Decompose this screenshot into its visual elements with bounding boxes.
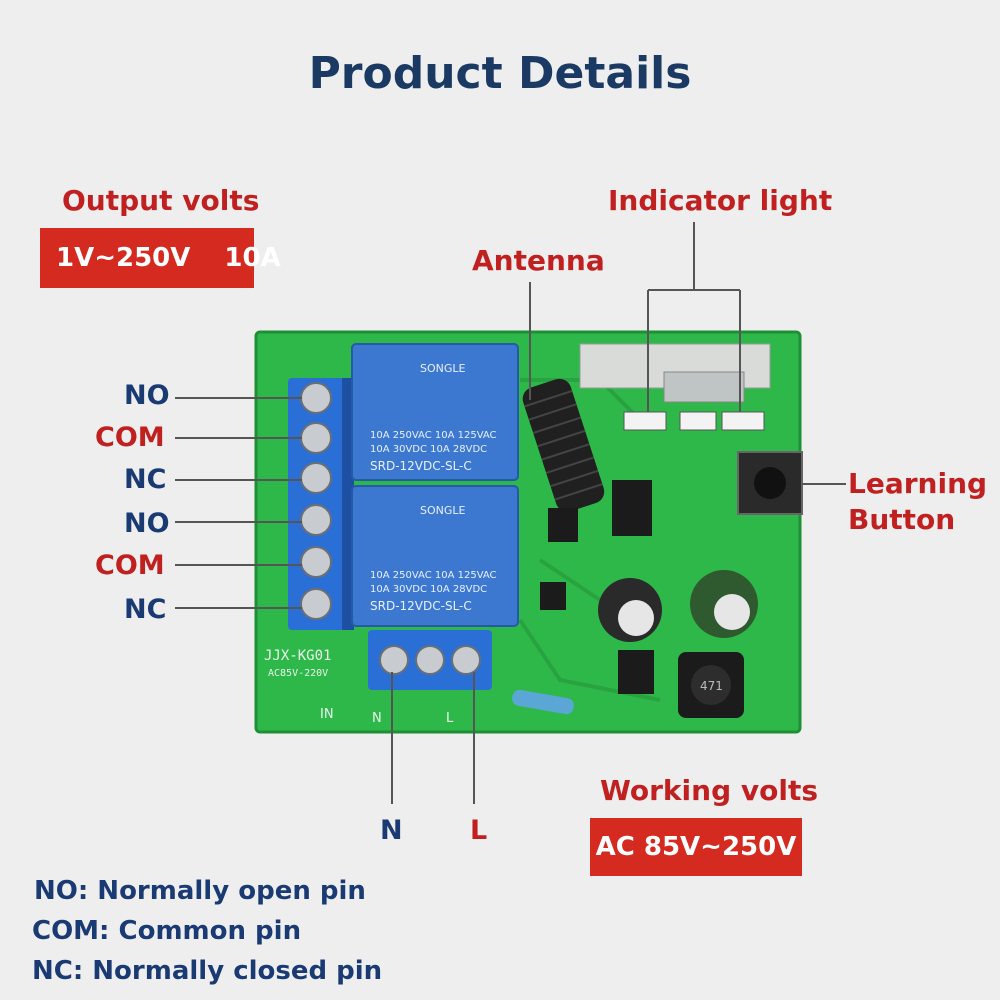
working-volts-value: AC 85V~250V [595,832,797,862]
board-l: L [446,711,454,726]
led-1 [623,411,667,431]
board-n: N [372,711,382,726]
indicator-light-label: Indicator light [608,184,833,217]
relay-2-brand: SONGLE [420,504,466,517]
relay-2-spec1: 10A 250VAC 10A 125VAC [370,570,497,581]
pin-label-nc-1: NC [124,464,167,495]
relay-1 [351,343,519,481]
screw-1 [300,382,332,414]
screw-2 [300,422,332,454]
legend-com: COM: Common pin [32,916,302,946]
input-label-n: N [380,815,403,846]
relay-1-brand: SONGLE [420,362,466,375]
relay-2 [351,485,519,627]
screw-4 [300,504,332,536]
output-volts-box: 1V~250V 10A [40,228,281,288]
inductor-core [691,665,731,705]
pin-label-nc-2: NC [124,594,167,625]
capacitor-2-top [714,594,750,630]
pin-leader-lines [175,397,302,609]
relay-2-spec2: 10A 30VDC 10A 28VDC [370,584,487,595]
learning-button-label: Learning Button [848,466,987,538]
learning-label-line2: Button [848,503,956,536]
ic-chip-2 [612,480,652,536]
ic-chip-4 [618,650,654,694]
legend-no: NO: Normally open pin [34,876,366,906]
input-label-l: L [470,815,488,846]
learning-label-line1: Learning [848,467,988,500]
led-2 [679,411,717,431]
input-screw-2 [415,645,445,675]
working-volts-label: Working volts [600,774,819,807]
output-volts-value: 1V~250V [56,243,191,273]
input-screw-3 [451,645,481,675]
ic-chip-3 [540,582,566,610]
pin-label-com-1: COM [95,422,165,453]
input-screw-1 [379,645,409,675]
relay-2-model: SRD-12VDC-SL-C [370,599,472,613]
antenna-coil [522,378,605,512]
relay-1-spec1: 10A 250VAC 10A 125VAC [370,430,497,441]
learning-button [737,451,803,515]
screw-5 [300,546,332,578]
screw-6 [300,588,332,620]
board-model: JJX-KG01 [264,648,331,664]
relay-1-model: SRD-12VDC-SL-C [370,459,472,473]
screw-3 [300,462,332,494]
crystal [663,371,745,403]
antenna-label: Antenna [472,244,605,277]
working-volts-box: AC 85V~250V [590,818,802,876]
pcb-edge [254,330,802,734]
indicator-leader [647,222,741,412]
inductor-label: 471 [700,679,723,693]
ic-chip-1 [548,508,578,542]
board-voltage: AC85V-220V [268,668,328,679]
led-3 [721,411,765,431]
learning-button-cap [754,467,786,499]
resistor [512,689,574,715]
board-in: IN [320,707,334,722]
pin-label-com-2: COM [95,550,165,581]
terminal-screws [300,382,332,620]
capacitor-1-top [618,600,654,636]
pin-label-no-1: NO [124,380,170,411]
pin-label-no-2: NO [124,508,170,539]
input-leader-lines [391,672,475,804]
legend-nc: NC: Normally closed pin [32,956,383,986]
relay-1-spec2: 10A 30VDC 10A 28VDC [370,444,487,455]
output-current-value: 10A [224,243,281,273]
page-title: Product Details [308,48,692,99]
output-volts-label: Output volts [62,184,260,217]
